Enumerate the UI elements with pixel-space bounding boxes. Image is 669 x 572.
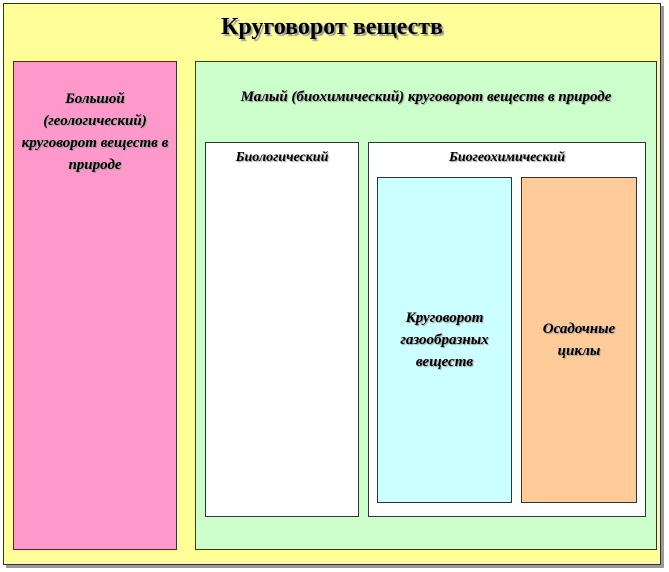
sedimentary-label: Осадочные циклы [542,321,616,359]
diagram-title: Круговорот веществ [221,14,443,40]
big-cycle-box: Большой (геологический) круговорот вещес… [13,61,177,550]
gas-cycle-box: Круговорот газообразных веществ [377,177,512,503]
biological-box: Биологический [205,142,359,517]
biological-label: Биологический [235,150,329,165]
gas-cycle-label: Круговорот газообразных веществ [400,310,489,370]
big-cycle-label: Большой (геологический) круговорот вещес… [21,91,169,173]
small-cycle-label: Малый (биохимический) круговорот веществ… [240,89,612,105]
sedimentary-box: Осадочные циклы [521,177,637,503]
biogeochemical-label: Биогеохимический [448,150,566,165]
